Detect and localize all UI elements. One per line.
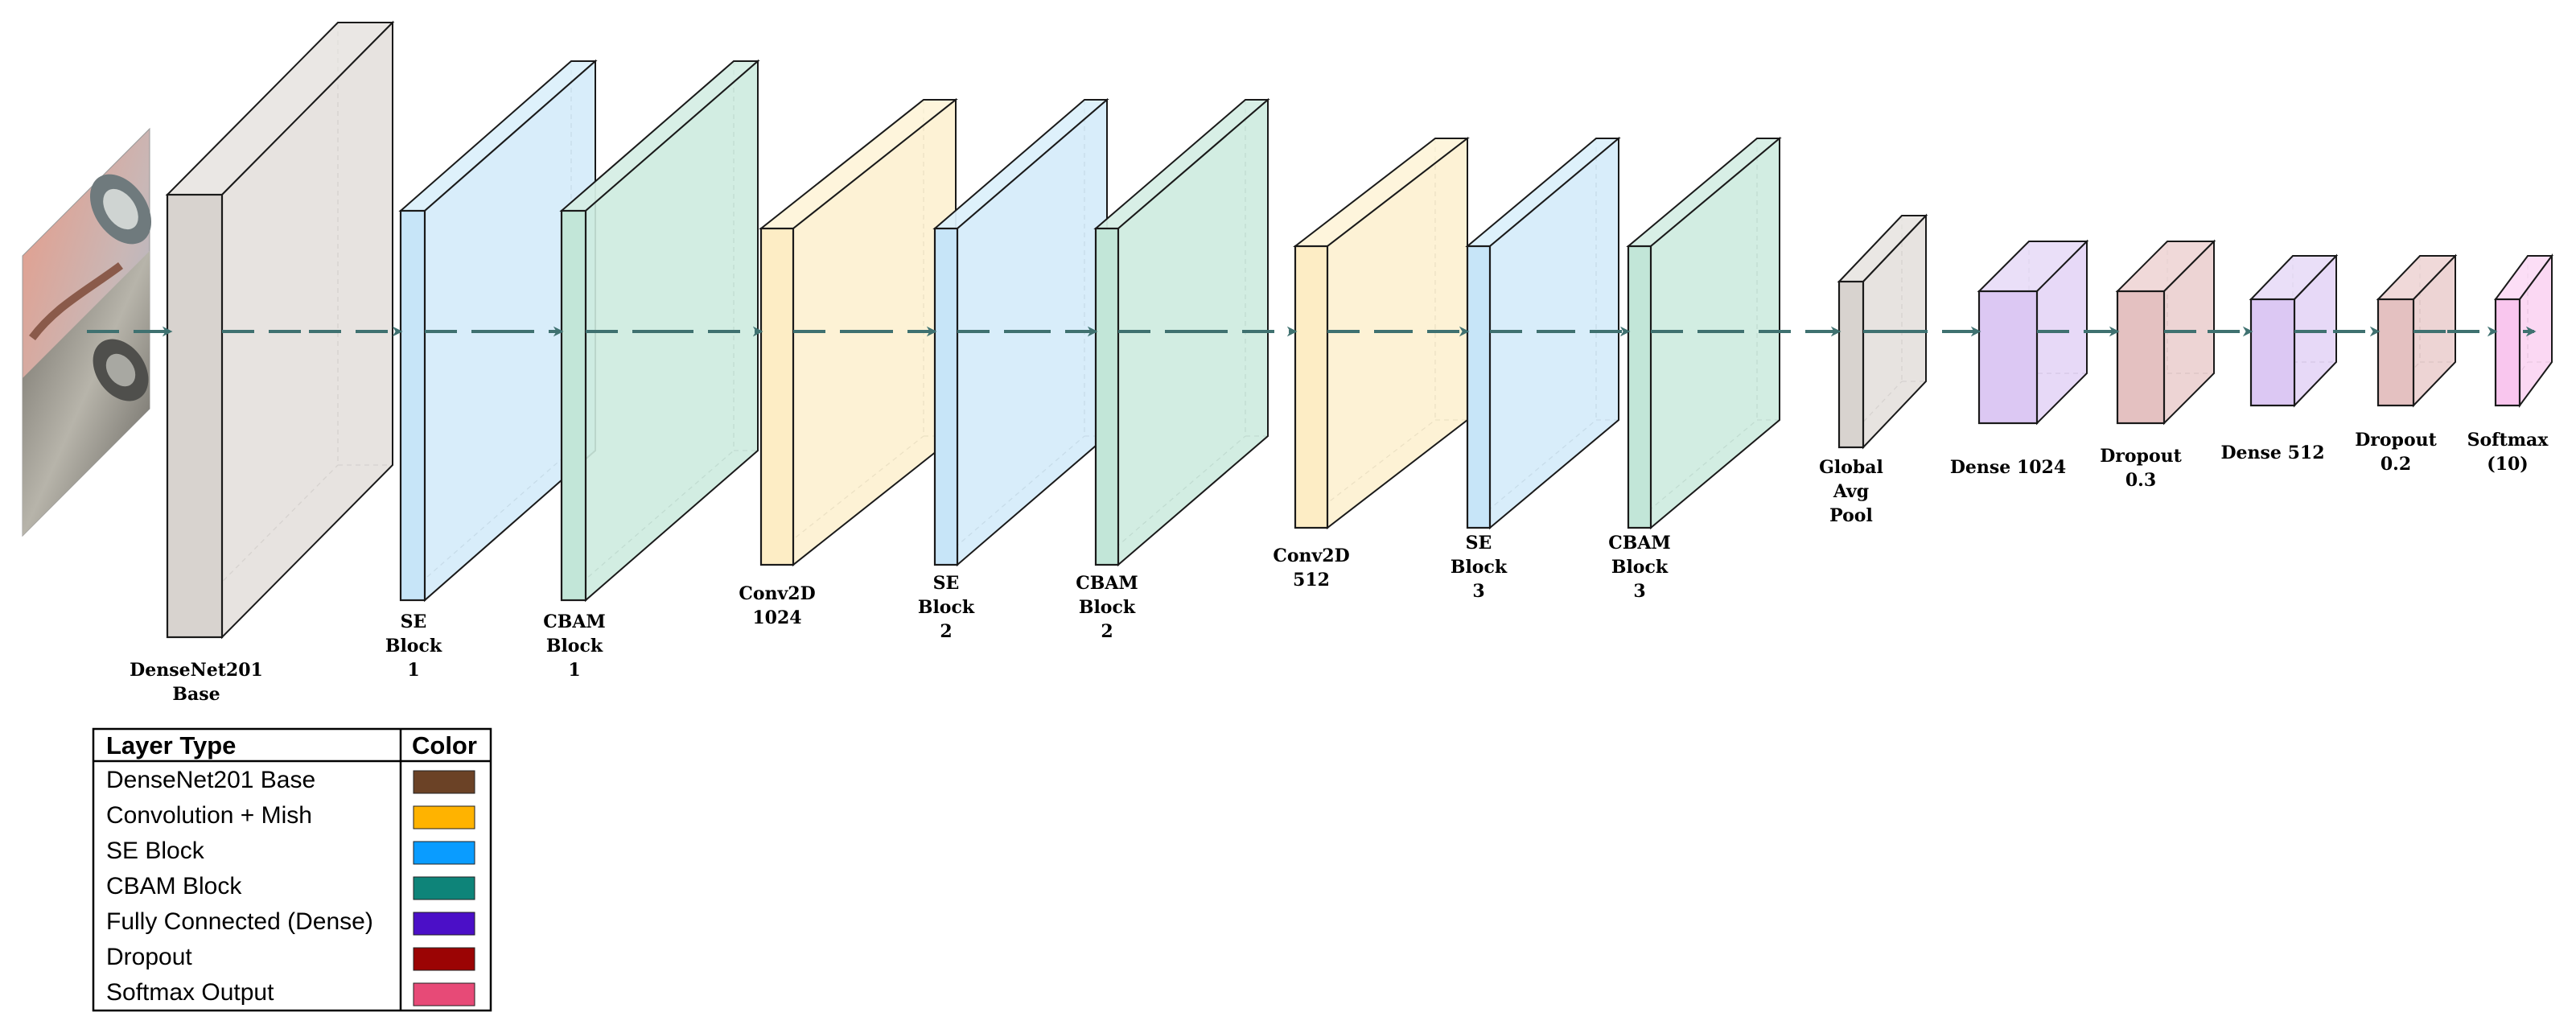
legend-swatch <box>413 912 475 936</box>
label-dense1024: Dense 1024 <box>1950 457 2066 478</box>
legend-header-type: Layer Type <box>106 731 236 759</box>
legend-row-name: Fully Connected (Dense) <box>106 908 373 935</box>
label-se2-line-0: SE <box>933 573 960 594</box>
label-cbam1-line-2: 1 <box>568 660 580 681</box>
legend-row-name: Softmax Output <box>106 979 274 1006</box>
input-image-icon <box>22 127 152 537</box>
legend-swatch <box>413 841 475 865</box>
label-se3-line-2: 3 <box>1472 581 1484 602</box>
legend-swatch <box>413 770 475 794</box>
legend-row: Dropout <box>106 944 475 971</box>
legend-row: SE Block <box>106 838 475 865</box>
legend-header-color: Color <box>412 731 477 759</box>
layer-densenet <box>165 20 395 640</box>
legend-row-name: Dropout <box>106 944 192 970</box>
label-se1-line-0: SE <box>401 611 427 632</box>
label-conv512-line-0: Conv2D <box>1273 545 1349 566</box>
label-drop02-line-1: 0.2 <box>2381 454 2411 475</box>
label-cbam3-line-1: Block <box>1611 557 1669 578</box>
label-conv1024-line-0: Conv2D <box>739 583 815 604</box>
label-gap-line-2: Pool <box>1829 505 1873 526</box>
label-cbam2-line-2: 2 <box>1101 621 1113 642</box>
label-cbam1-line-1: Block <box>546 636 603 657</box>
label-cbam1-line-0: CBAM <box>543 611 606 632</box>
layer-dense512 <box>2249 253 2339 408</box>
label-conv512: Conv2D 512 <box>1273 545 1349 591</box>
legend-row: Fully Connected (Dense) <box>106 908 475 936</box>
label-cbam1: CBAM Block 1 <box>543 611 606 681</box>
label-se3: SE Block 3 <box>1451 533 1508 602</box>
label-conv1024-line-1: 1024 <box>752 607 801 628</box>
label-drop02-line-0: Dropout <box>2355 430 2437 451</box>
label-cbam2-line-1: Block <box>1079 597 1136 618</box>
label-cbam3-line-0: CBAM <box>1608 533 1671 554</box>
label-cbam3: CBAM Block 3 <box>1608 533 1671 602</box>
legend-table: Layer Type Color DenseNet201 BaseConvolu… <box>92 727 492 1012</box>
legend-row: CBAM Block <box>106 873 475 900</box>
label-se1-line-2: 1 <box>407 660 419 681</box>
label-se2: SE Block 2 <box>918 573 975 642</box>
label-se2-line-1: Block <box>918 597 975 618</box>
label-cbam2-line-0: CBAM <box>1076 573 1138 594</box>
label-dense512-line-0: Dense 512 <box>2220 443 2324 463</box>
layer-drop03 <box>2115 239 2216 426</box>
label-cbam3-line-2: 3 <box>1633 581 1645 602</box>
legend-row-name: SE Block <box>106 838 205 864</box>
label-conv512-line-1: 512 <box>1293 570 1330 591</box>
label-dense1024-line-0: Dense 1024 <box>1950 457 2066 478</box>
label-conv1024: Conv2D 1024 <box>739 583 815 628</box>
layer-dense1024 <box>1977 239 2089 426</box>
label-cbam2: CBAM Block 2 <box>1076 573 1138 642</box>
label-softmax: Softmax (10) <box>2467 430 2549 475</box>
label-drop03: Dropout 0.3 <box>2100 446 2182 491</box>
label-se3-line-0: SE <box>1466 533 1492 554</box>
legend-row: Convolution + Mish <box>106 802 475 829</box>
legend-swatch <box>413 947 475 971</box>
label-densenet-line-0: DenseNet201 <box>130 660 263 681</box>
legend-swatch <box>413 805 475 829</box>
label-densenet-line-1: Base <box>172 684 220 705</box>
label-softmax-line-0: Softmax <box>2467 430 2549 451</box>
label-dense512: Dense 512 <box>2220 443 2324 463</box>
label-drop02: Dropout 0.2 <box>2355 430 2437 475</box>
label-gap-line-1: Avg <box>1833 481 1869 502</box>
label-drop03-line-0: Dropout <box>2100 446 2182 467</box>
label-se2-line-2: 2 <box>940 621 952 642</box>
legend-swatch <box>413 982 475 1006</box>
legend-swatch <box>413 876 475 900</box>
label-se1-line-1: Block <box>385 636 442 657</box>
label-softmax-line-1: (10) <box>2487 454 2528 475</box>
legend-row: DenseNet201 Base <box>106 767 475 794</box>
legend-row-name: DenseNet201 Base <box>106 767 315 793</box>
legend-row: Softmax Output <box>106 979 475 1006</box>
legend-row-name: CBAM Block <box>106 873 242 899</box>
legend-row-name: Convolution + Mish <box>106 802 312 829</box>
label-se1: SE Block 1 <box>385 611 442 681</box>
label-drop03-line-1: 0.3 <box>2125 470 2156 491</box>
label-se3-line-1: Block <box>1451 557 1508 578</box>
label-gap-line-0: Global <box>1819 457 1883 478</box>
